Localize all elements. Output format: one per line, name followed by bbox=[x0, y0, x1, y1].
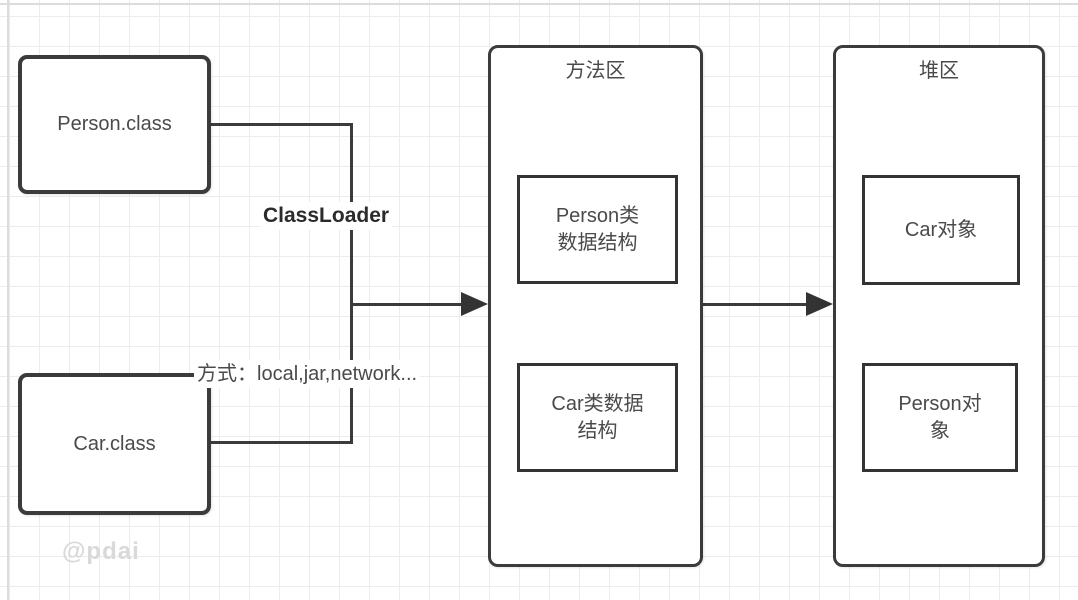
car-class-data-label: Car类数据 结构 bbox=[551, 392, 644, 442]
load-methods-label: 方式：local,jar,network... bbox=[194, 360, 421, 388]
grid-edge-vertical-line bbox=[7, 0, 9, 600]
car-class-connector-line bbox=[211, 441, 352, 444]
heap-area-title: 堆区 bbox=[919, 60, 959, 82]
car-class-label: Car.class bbox=[73, 432, 156, 455]
heap-area-box: 堆区 Car对象 Person对 象 bbox=[833, 45, 1045, 567]
person-class-data-label: Person类 数据结构 bbox=[555, 204, 640, 254]
person-class-data-box: Person类 数据结构 bbox=[517, 175, 678, 284]
car-object-label: Car对象 bbox=[904, 218, 978, 241]
person-object-box: Person对 象 bbox=[862, 363, 1018, 472]
arrow-to-heap-area-head-icon bbox=[806, 292, 833, 316]
arrow-to-method-area-head-icon bbox=[461, 292, 488, 316]
car-class-box: Car.class bbox=[18, 373, 211, 515]
person-object-label: Person对 象 bbox=[898, 392, 982, 442]
car-object-box: Car对象 bbox=[862, 175, 1020, 285]
watermark: @pdai bbox=[62, 538, 140, 565]
method-area-box: 方法区 Person类 数据结构 Car类数据 结构 bbox=[488, 45, 703, 567]
grid-edge-horizontal-line bbox=[0, 3, 1078, 5]
person-class-connector-line bbox=[211, 123, 352, 126]
car-class-data-box: Car类数据 结构 bbox=[517, 363, 678, 472]
method-area-title: 方法区 bbox=[565, 60, 626, 82]
person-class-label: Person.class bbox=[57, 113, 172, 135]
classloader-label: ClassLoader bbox=[260, 202, 393, 230]
person-class-box: Person.class bbox=[18, 55, 211, 194]
arrow-to-heap-area-shaft bbox=[703, 303, 806, 306]
classloader-vertical-line bbox=[350, 123, 353, 444]
arrow-to-method-area-shaft bbox=[350, 303, 463, 306]
